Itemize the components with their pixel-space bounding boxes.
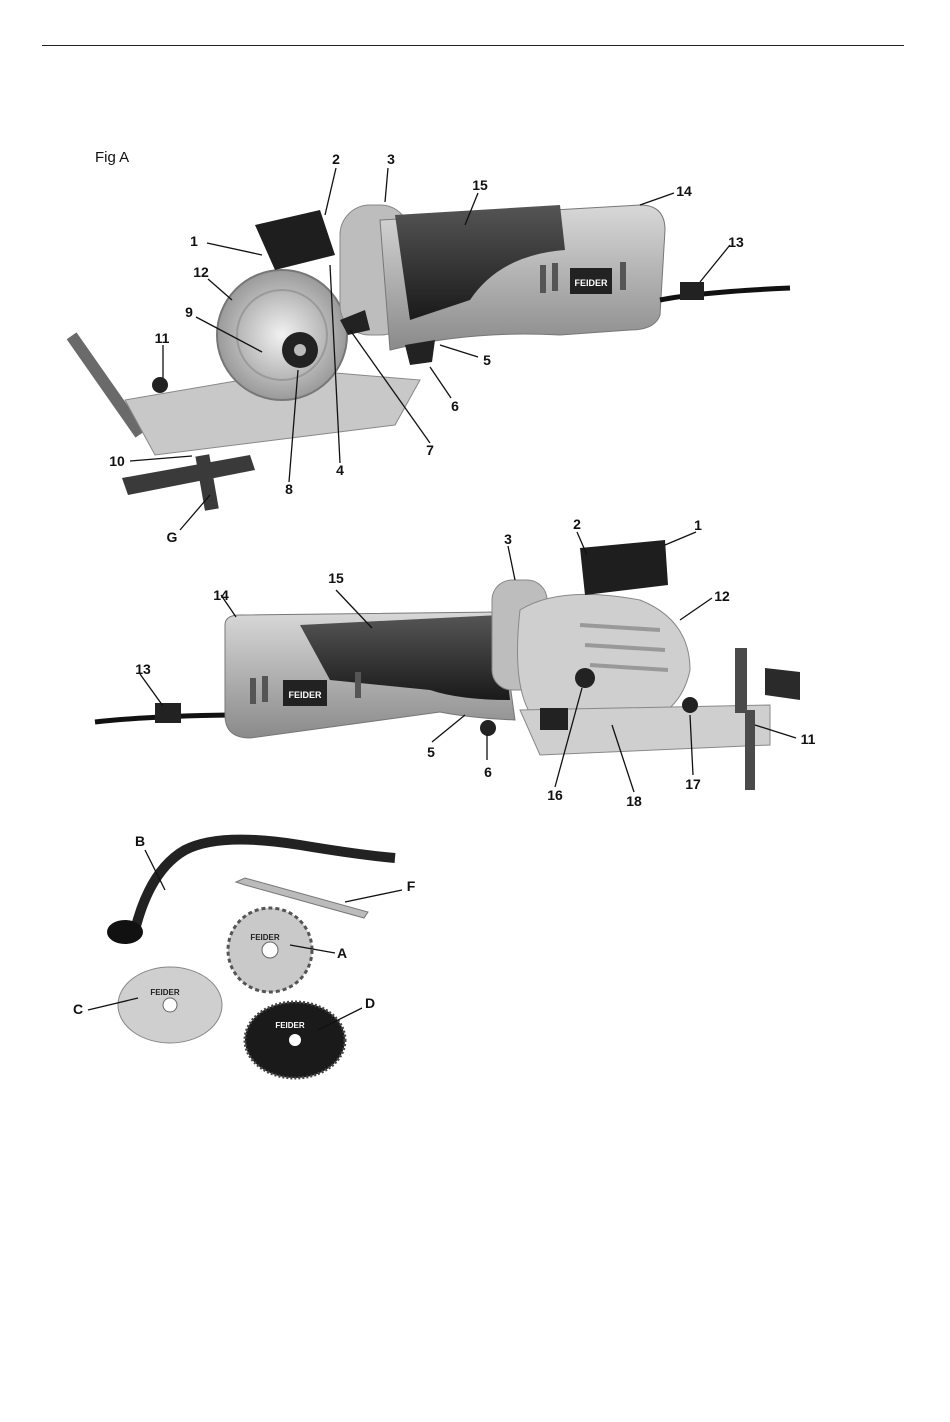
brand-badge-top: FEIDER — [574, 278, 608, 288]
label-6: 6 — [451, 398, 459, 414]
label-5-bottom: 5 — [427, 744, 435, 760]
label-3: 3 — [387, 151, 395, 167]
brand-badge-bottom: FEIDER — [288, 690, 322, 700]
label-B: B — [135, 833, 145, 849]
accessories: FEIDER FEIDER FEIDER — [107, 840, 395, 1078]
label-14-bottom: 14 — [213, 587, 229, 603]
label-11-bottom: 11 — [801, 731, 816, 747]
label-1: 1 — [190, 233, 198, 249]
label-4: 4 — [336, 462, 344, 478]
label-6-bottom: 6 — [484, 764, 492, 780]
label-12-bottom: 12 — [714, 588, 730, 604]
label-14: 14 — [676, 183, 692, 199]
label-9: 9 — [185, 304, 193, 320]
label-2: 2 — [332, 151, 340, 167]
brand-blade-d: FEIDER — [275, 1021, 305, 1030]
label-10: 10 — [109, 453, 125, 469]
label-5: 5 — [483, 352, 491, 368]
label-F: F — [407, 878, 416, 894]
label-15: 15 — [472, 177, 488, 193]
label-17-bottom: 17 — [685, 776, 701, 792]
label-A: A — [337, 945, 347, 961]
label-8: 8 — [285, 481, 293, 497]
label-16-bottom: 16 — [547, 787, 563, 803]
label-D: D — [365, 995, 375, 1011]
label-11: 11 — [155, 330, 170, 346]
brand-blade-a: FEIDER — [250, 933, 280, 942]
label-13-bottom: 13 — [135, 661, 151, 677]
label-G: G — [167, 529, 178, 545]
saw-bottom-view: FEIDER — [95, 540, 800, 790]
saw-top-view: FEIDER — [67, 205, 790, 511]
label-18-bottom: 18 — [626, 793, 642, 809]
label-3-bottom: 3 — [504, 531, 512, 547]
label-2-bottom: 2 — [573, 516, 581, 532]
brand-blade-c: FEIDER — [150, 988, 180, 997]
label-7: 7 — [426, 442, 434, 458]
label-13: 13 — [728, 234, 744, 250]
label-C: C — [73, 1001, 83, 1017]
label-15-bottom: 15 — [328, 570, 344, 586]
label-12: 12 — [193, 264, 209, 280]
label-1-bottom: 1 — [694, 517, 702, 533]
